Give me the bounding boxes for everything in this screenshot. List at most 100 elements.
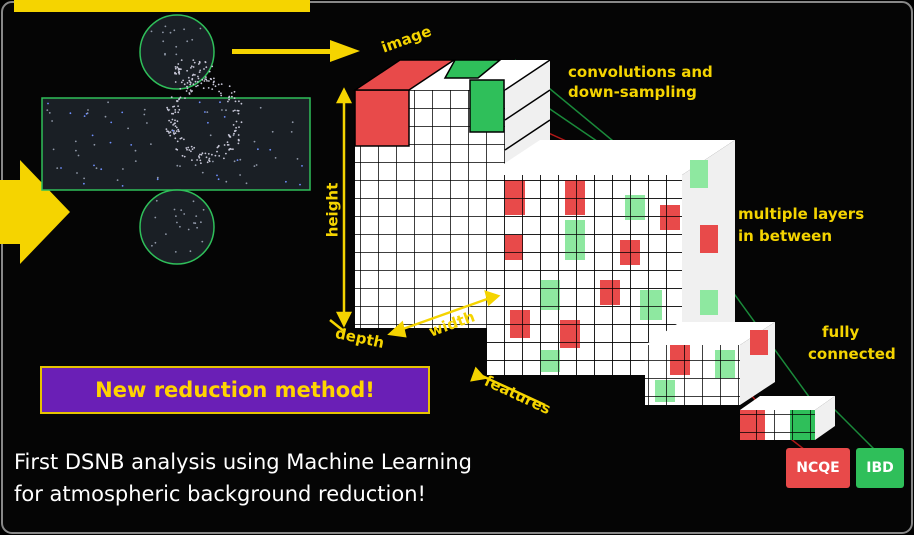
hit-dot <box>192 83 195 86</box>
hit-dot <box>208 157 211 160</box>
hit-dot <box>219 101 221 104</box>
hit-dot <box>93 143 96 146</box>
hit-dot <box>235 120 238 123</box>
hit-dot <box>109 141 112 144</box>
hit-dot <box>236 159 239 162</box>
hit-dot <box>183 155 186 158</box>
hit-dot <box>233 97 236 99</box>
hit-dot <box>212 160 214 163</box>
hit-dot <box>165 128 168 131</box>
hit-dot <box>104 115 107 118</box>
hit-dot <box>240 121 243 124</box>
ibd-output-cube: IBD <box>856 448 904 488</box>
hit-dot <box>180 209 183 212</box>
hit-dot <box>218 90 221 93</box>
hit-dot <box>183 28 186 31</box>
hit-dot <box>196 159 199 161</box>
hit-dot <box>175 130 178 133</box>
hit-dot <box>208 80 210 82</box>
hit-dot <box>204 152 207 155</box>
hit-dot <box>204 61 207 64</box>
hit-dot <box>245 182 248 185</box>
hit-dot <box>192 59 195 61</box>
hit-dot <box>176 148 179 151</box>
layers-label-line2: in between <box>738 227 833 245</box>
hit-dot <box>193 146 196 149</box>
hit-dot <box>177 128 180 131</box>
hit-dot <box>69 112 72 115</box>
hit-dot <box>178 98 180 101</box>
new-method-banner: New reduction method! <box>40 366 430 414</box>
hit-dot <box>299 183 301 186</box>
hit-dot <box>182 79 185 82</box>
hit-dot <box>197 63 200 65</box>
hit-dot <box>168 119 171 122</box>
caption: First DSNB analysis using Machine Learni… <box>14 446 472 510</box>
hit-dot <box>199 153 201 156</box>
hit-dot <box>74 140 77 143</box>
hit-dot <box>220 94 223 97</box>
hit-dot <box>214 85 217 88</box>
hit-dot <box>85 112 88 115</box>
hit-dot <box>238 126 240 128</box>
hit-dot <box>172 129 174 132</box>
hit-dot <box>212 81 215 84</box>
hit-dot <box>220 92 222 95</box>
ncqe-output-cube: NCQE <box>786 448 850 488</box>
hit-dot <box>197 77 200 80</box>
hit-dot <box>186 87 189 90</box>
fully-connected-label-line2: connected <box>808 345 896 363</box>
hit-dot <box>183 83 186 86</box>
hit-dot <box>253 140 256 143</box>
hit-dot <box>187 146 190 149</box>
hit-dot <box>181 154 184 157</box>
hit-dot <box>189 81 192 83</box>
hit-dot <box>176 164 179 167</box>
hit-dot <box>216 150 218 153</box>
hit-dot <box>198 71 201 73</box>
hit-dot <box>151 244 153 247</box>
hit-dot <box>107 101 109 104</box>
hit-dot <box>208 159 210 162</box>
hit-dot <box>195 215 198 218</box>
hit-dot <box>179 137 182 140</box>
hit-dot <box>169 31 172 34</box>
fully-connected-block <box>740 396 835 440</box>
hit-dot <box>174 251 177 253</box>
hit-dot <box>196 226 199 229</box>
hit-dot <box>83 182 85 185</box>
hit-dot <box>228 96 230 99</box>
hit-dot <box>225 109 227 112</box>
hit-dot <box>290 131 293 133</box>
hit-dot <box>253 165 256 168</box>
hit-dot <box>185 147 188 149</box>
hit-dot <box>83 177 85 180</box>
hit-dot <box>198 60 201 63</box>
banner-text: New reduction method! <box>95 378 375 402</box>
hit-dot <box>174 125 177 127</box>
hit-dot <box>166 108 169 111</box>
hit-dot <box>156 176 159 179</box>
hit-dot <box>175 73 178 75</box>
hit-dot <box>168 132 170 134</box>
hit-dot <box>188 79 191 82</box>
hit-dot <box>179 87 182 90</box>
hit-dot <box>190 67 192 69</box>
hit-dot <box>232 148 234 151</box>
hit-dot <box>206 111 209 113</box>
hit-dot <box>209 134 212 137</box>
hit-dot <box>192 200 195 203</box>
hit-dot <box>177 130 180 133</box>
hit-dot <box>194 222 197 225</box>
hit-dot <box>162 31 164 34</box>
hit-dot <box>162 40 165 43</box>
hit-dot <box>211 88 214 90</box>
fully-connected-label-line1: fully <box>822 323 860 341</box>
block2-side <box>682 140 735 375</box>
hit-dot <box>186 69 189 72</box>
hit-dot <box>179 165 181 168</box>
hit-dot <box>296 158 299 160</box>
hit-dot <box>206 80 208 82</box>
hit-dot <box>174 81 177 83</box>
hit-dot <box>237 109 240 112</box>
